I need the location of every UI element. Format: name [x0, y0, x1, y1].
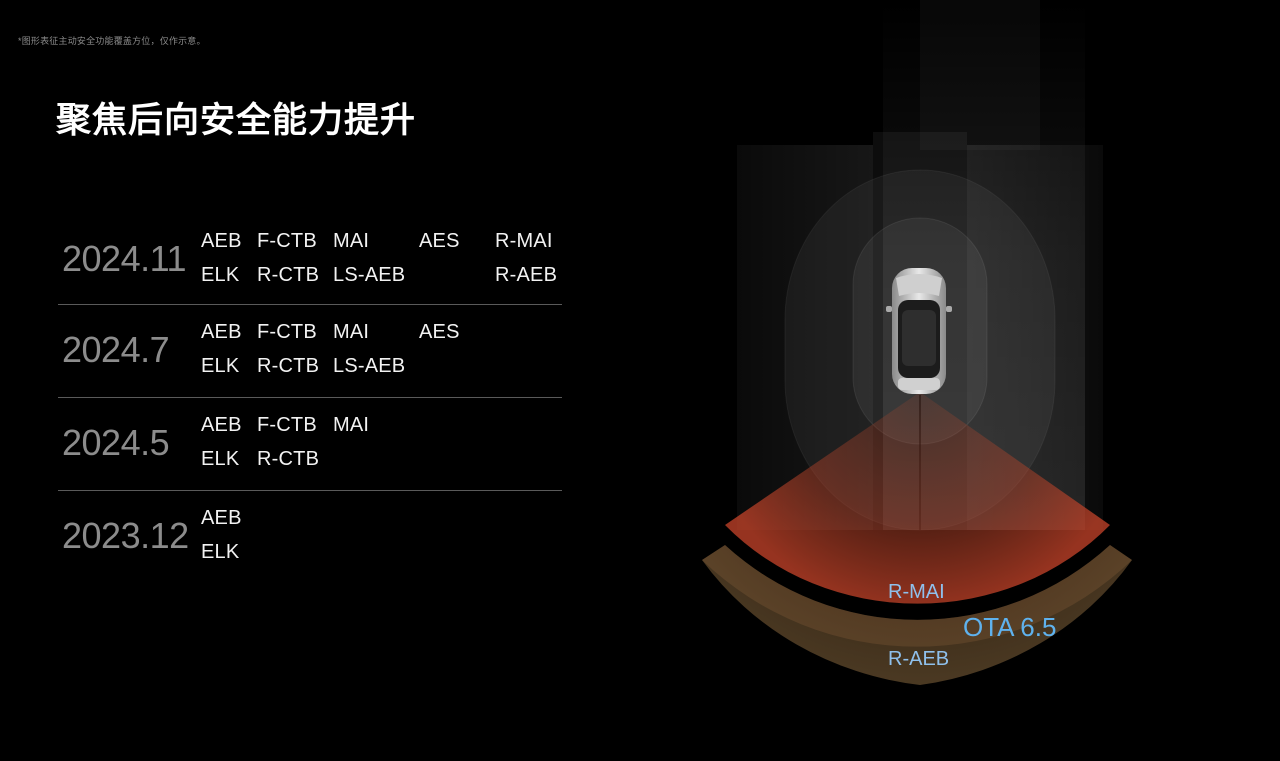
coverage-diagram: R-MAI OTA 6.5 R-AEB: [680, 0, 1280, 761]
feature-tag: AEB: [201, 414, 242, 436]
ota-version-label: OTA 6.5: [963, 612, 1057, 642]
rear-feature-label: R-MAI: [888, 581, 945, 603]
feature-tag: ELK: [201, 448, 240, 470]
feature-tag: AEB: [201, 321, 242, 343]
feature-tag: MAI: [333, 414, 370, 436]
disclaimer-note: *图形表征主动安全功能覆盖方位，仅作示意。: [18, 36, 206, 46]
timeline-row: 2024.7 AEB F-CTB MAI AES ELK R-CTB LS-AE…: [58, 305, 562, 398]
rear-outer-coverage: [702, 545, 1132, 685]
feature-tag: F-CTB: [257, 321, 317, 343]
feature-tag: AES: [419, 321, 460, 343]
feature-tag: LS-AEB: [333, 355, 406, 377]
release-date: 2024.7: [62, 329, 170, 370]
release-date: 2024.5: [62, 422, 170, 463]
rear-fan-coverage: [725, 392, 1110, 604]
feature-tag: LS-AEB: [333, 264, 406, 286]
feature-tag: AES: [419, 230, 460, 252]
feature-tag: F-CTB: [257, 414, 317, 436]
feature-tag: MAI: [333, 230, 370, 252]
feature-tag: R-AEB: [495, 264, 558, 286]
feature-tag: ELK: [201, 541, 240, 563]
release-date: 2023.12: [62, 515, 189, 556]
feature-tag: R-CTB: [257, 448, 320, 470]
feature-tag: MAI: [333, 321, 370, 343]
timeline-row: 2023.12 AEB ELK: [58, 491, 562, 583]
timeline-row: 2024.11 AEB F-CTB MAI AES R-MAI ELK R-CT…: [58, 214, 562, 305]
feature-tag: R-MAI: [495, 230, 553, 252]
feature-tag: ELK: [201, 264, 240, 286]
car-top-view-icon: [886, 268, 952, 394]
coverage-graphic: [702, 0, 1132, 685]
feature-tag: AEB: [201, 507, 242, 529]
timeline-row: 2024.5 AEB F-CTB MAI ELK R-CTB: [58, 398, 562, 491]
feature-tag: AEB: [201, 230, 242, 252]
feature-tag: ELK: [201, 355, 240, 377]
page-title: 聚焦后向安全能力提升: [56, 101, 417, 140]
release-date: 2024.11: [62, 238, 186, 279]
feature-tag: F-CTB: [257, 230, 317, 252]
feature-tag: R-CTB: [257, 355, 320, 377]
feature-tag: R-CTB: [257, 264, 320, 286]
rear-feature-label: R-AEB: [888, 648, 950, 670]
release-timeline: 2024.11 AEB F-CTB MAI AES R-MAI ELK R-CT…: [58, 214, 562, 583]
